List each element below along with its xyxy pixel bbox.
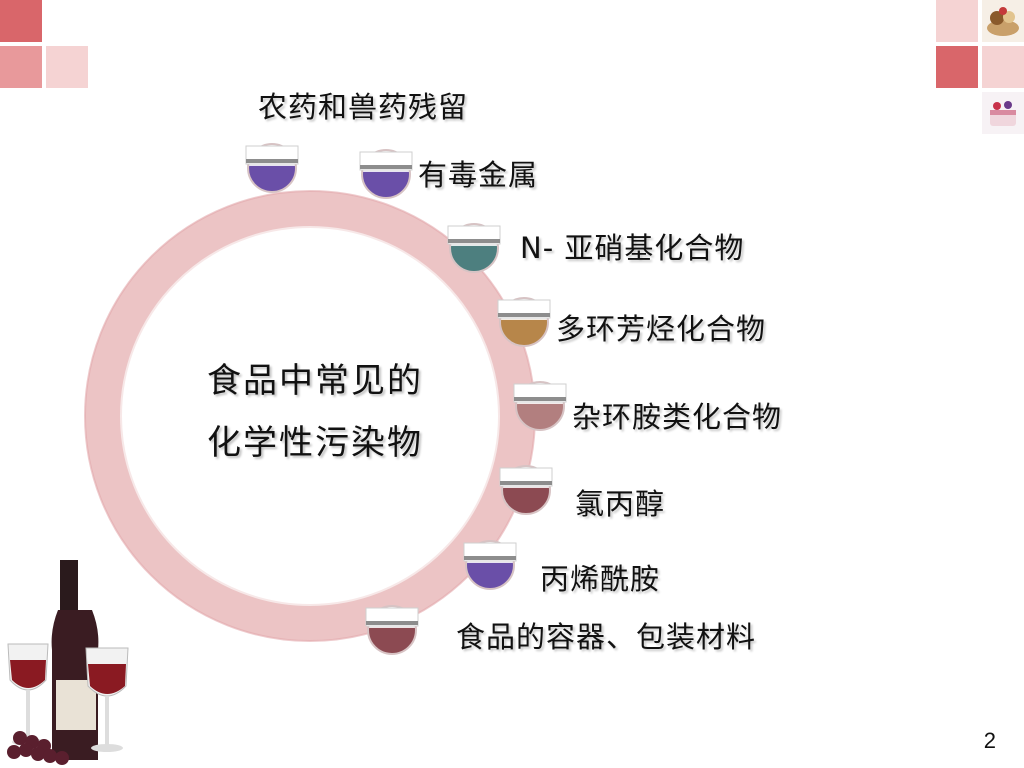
item-label-pesticide: 农药和兽药残留 <box>258 84 468 126</box>
item-label-heterocyclic-amines: 杂环胺类化合物 <box>572 394 782 436</box>
item-label-heavy-metals: 有毒金属 <box>418 152 538 194</box>
bubble-marker <box>448 224 500 272</box>
bubble-marker <box>246 144 298 192</box>
bubble-marker <box>360 150 412 198</box>
center-title-line1: 食品中常见的 <box>170 350 460 412</box>
center-title: 食品中常见的 化学性污染物 <box>170 350 460 474</box>
item-label-chloropropanol: 氯丙醇 <box>575 481 665 523</box>
item-label-acrylamide: 丙烯酰胺 <box>540 556 660 598</box>
wine-bottle-glasses-grapes-image <box>0 560 140 768</box>
bubble-marker <box>514 382 566 430</box>
item-label-nitroso: N- 亚硝基化合物 <box>520 225 744 267</box>
bubble-marker <box>366 606 418 654</box>
item-label-pah: 多环芳烃化合物 <box>556 306 766 348</box>
item-label-packaging: 食品的容器、包装材料 <box>456 614 756 656</box>
bubble-marker <box>498 298 550 346</box>
bubble-marker <box>500 466 552 514</box>
center-title-line2: 化学性污染物 <box>170 412 460 474</box>
bubble-marker <box>464 541 516 589</box>
page-number: 2 <box>984 728 996 754</box>
